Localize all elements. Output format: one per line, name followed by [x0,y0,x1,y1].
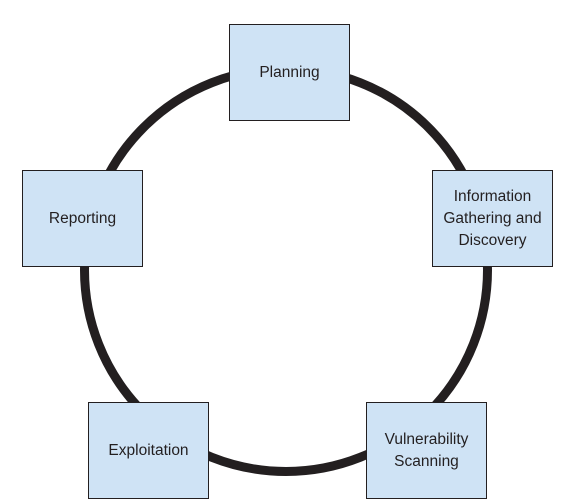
stage-vulnerability-scanning-box: Vulnerability Scanning [366,402,487,499]
stage-information-gathering-box: Information Gathering and Discovery [432,170,553,267]
stage-planning-label: Planning [259,63,320,81]
stage-reporting-box: Reporting [22,170,143,267]
stage-vulnerability-scanning-label: Vulnerability Scanning [384,430,469,470]
stage-exploitation-label: Exploitation [108,441,189,459]
stage-reporting-label: Reporting [48,209,117,227]
stage-exploitation-box: Exploitation [88,402,209,499]
stage-information-gathering-label: Information Gathering and Discovery [443,187,542,249]
stage-planning-box: Planning [229,24,350,121]
